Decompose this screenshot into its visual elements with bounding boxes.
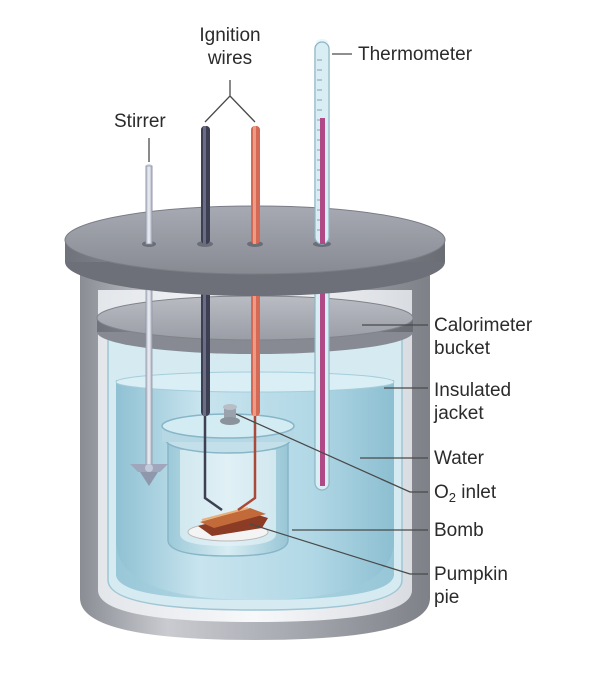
rods-above-lid	[145, 41, 330, 245]
leader-lines	[148, 53, 428, 575]
label-stirrer: Stirrer	[114, 111, 166, 132]
label-calorimeter-bucket: Calorimeter bucket	[434, 315, 533, 359]
label-pumpkin-pie: Pumpkin pie	[434, 564, 508, 608]
label-insulated-jacket: Insulated jacket	[434, 380, 512, 424]
label-thermometer: Thermometer	[358, 44, 473, 65]
label-water: Water	[434, 448, 484, 469]
label-bomb: Bomb	[434, 520, 484, 541]
leader-pie	[249, 523, 428, 575]
leader-o2	[235, 413, 428, 493]
label-ignition-wires: Ignition wires	[199, 25, 261, 69]
pumpkin-pie-icon	[187, 507, 269, 542]
o2-inlet-valve	[220, 404, 240, 425]
leader-ignition	[204, 80, 256, 123]
label-o2-inlet: O2 inlet	[434, 482, 497, 505]
